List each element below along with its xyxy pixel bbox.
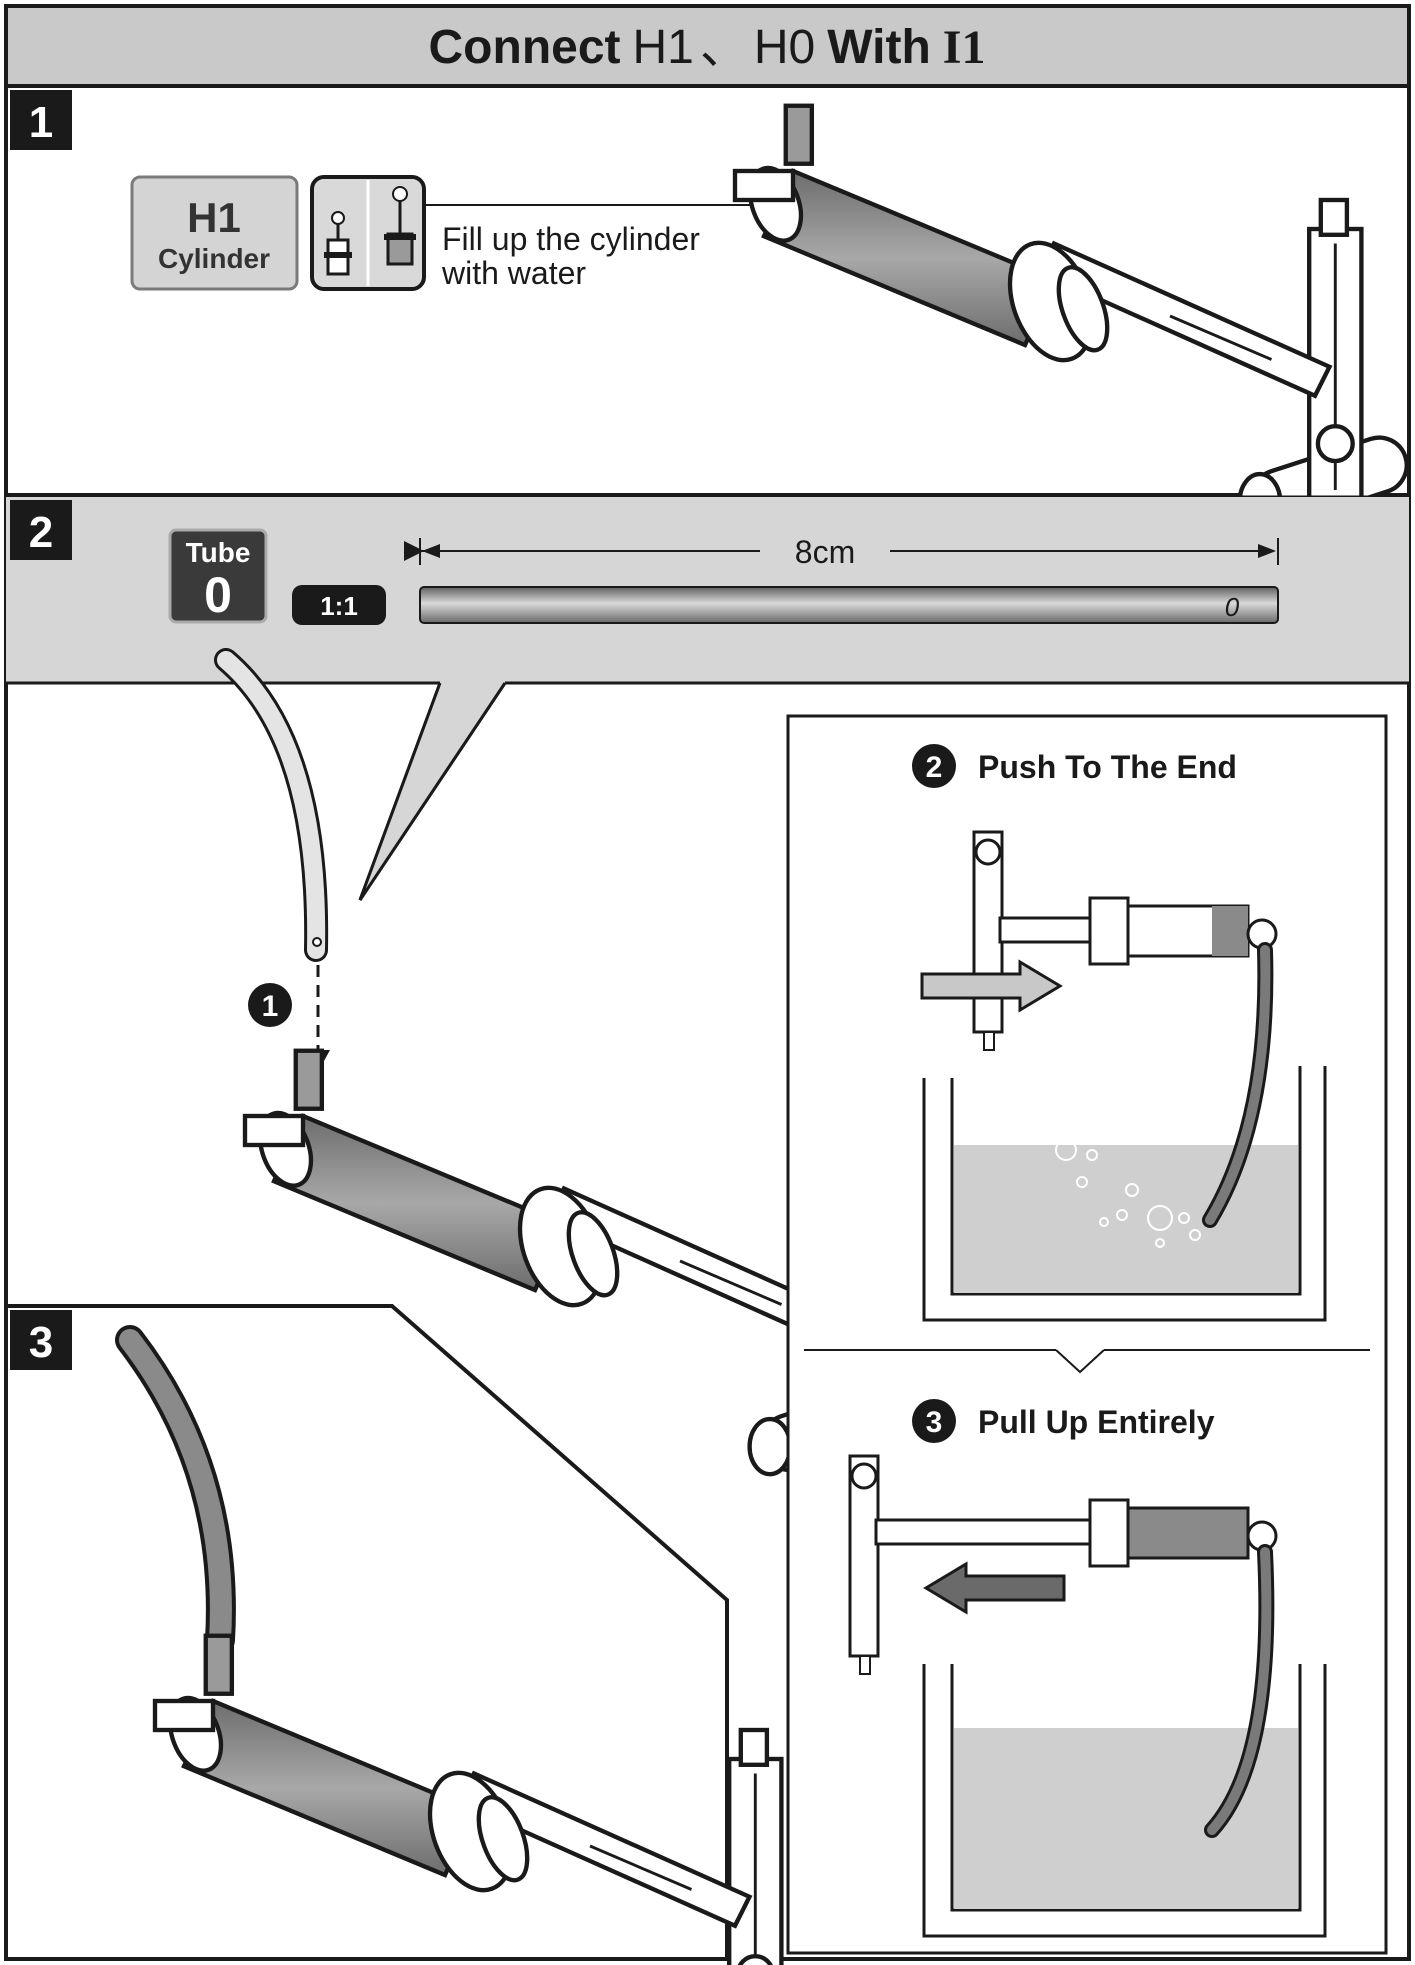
arrow-right-icon bbox=[920, 959, 1063, 1013]
scale-badge: 1:1 bbox=[292, 585, 386, 625]
push-syringe-illustration bbox=[972, 830, 1278, 1051]
step-1-badge bbox=[10, 90, 72, 150]
svg-text:1: 1 bbox=[262, 990, 279, 1023]
tube-label-text: Tube bbox=[186, 537, 251, 568]
pull-step-label: Pull Up Entirely bbox=[978, 1404, 1215, 1440]
tube-number: 0 bbox=[204, 567, 232, 623]
svg-text:2: 2 bbox=[926, 751, 943, 784]
arrow-left-icon bbox=[923, 1561, 1066, 1615]
length-text: 8cm bbox=[795, 534, 855, 570]
instruction-line-1: Fill up the cylinder bbox=[442, 221, 700, 257]
substep-1-marker bbox=[248, 983, 292, 1027]
push-step-label: Push To The End bbox=[978, 749, 1237, 785]
part-code: H1 bbox=[187, 194, 241, 241]
push-water-tank bbox=[922, 1066, 1327, 1322]
instruction-line-2: with water bbox=[441, 255, 586, 291]
step-1-number: 1 bbox=[29, 98, 53, 147]
tube-bar bbox=[419, 586, 1279, 624]
scale-text: 1:1 bbox=[320, 591, 358, 621]
step-2-badge bbox=[10, 500, 72, 560]
tube-end-mark: 0 bbox=[1225, 592, 1240, 622]
svg-text:3: 3 bbox=[926, 1406, 943, 1439]
step-3-badge bbox=[10, 1310, 72, 1370]
part-name: Cylinder bbox=[158, 243, 270, 274]
length-dimension: 8cm bbox=[404, 534, 1279, 570]
tube-label: Tube 0 bbox=[168, 528, 268, 624]
pull-syringe-illustration bbox=[848, 1454, 1278, 1675]
step-2-number: 2 bbox=[29, 508, 53, 557]
step-3-frame bbox=[6, 1304, 729, 1959]
pull-water bbox=[954, 1728, 1298, 1909]
pull-step-marker bbox=[912, 1399, 956, 1443]
pull-water-tank bbox=[922, 1664, 1327, 1938]
push-step-marker bbox=[912, 744, 956, 788]
step-3-number: 3 bbox=[29, 1318, 53, 1367]
part-label-h1: H1 Cylinder bbox=[130, 175, 299, 291]
air-bubbles bbox=[1055, 1139, 1201, 1248]
syringe-icon bbox=[310, 175, 426, 291]
header-bar bbox=[4, 4, 1411, 88]
